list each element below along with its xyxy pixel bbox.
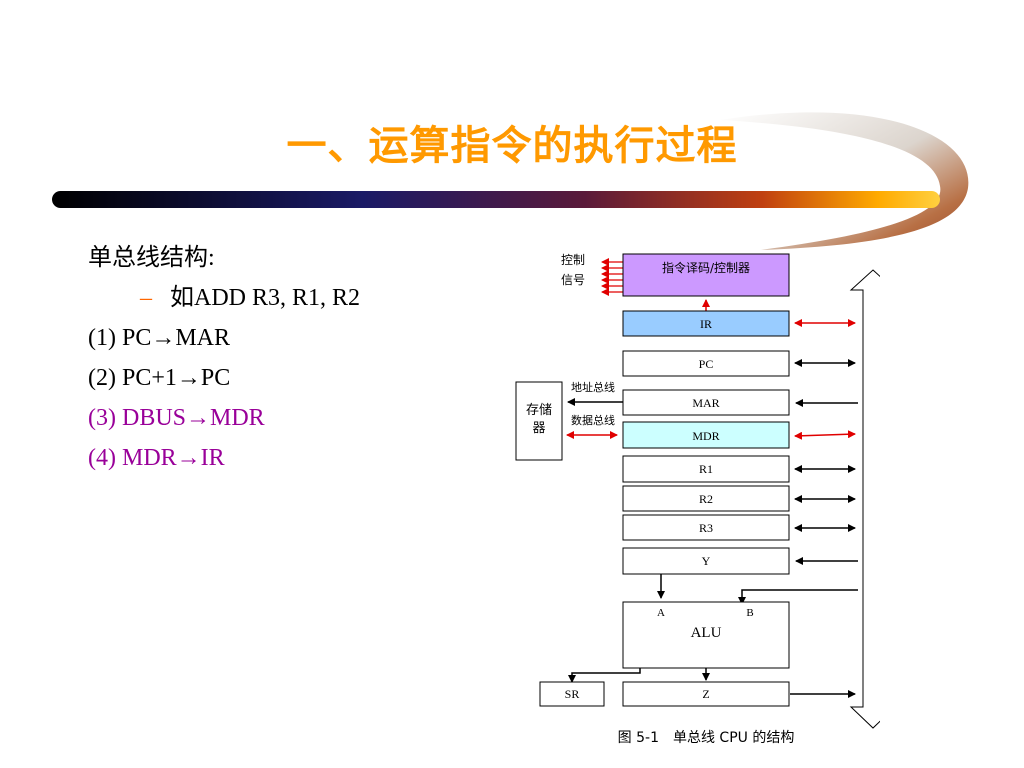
pc-label: PC — [699, 357, 714, 371]
ir-label: IR — [700, 317, 712, 331]
z-label: Z — [702, 687, 709, 701]
memory-box — [515, 381, 563, 461]
page-title: 一、运算指令的执行过程 — [286, 123, 738, 169]
structure-heading: 单总线结构: — [88, 245, 215, 271]
control-signal-arrows — [601, 258, 623, 296]
data-bus-label: 数据总线 — [571, 413, 615, 427]
ir-register — [622, 310, 790, 337]
mdr-register — [622, 421, 790, 449]
mdr-label: MDR — [692, 429, 719, 443]
control-signal-label-1: 控制 — [561, 253, 585, 267]
r2-label: R2 — [699, 492, 713, 506]
bus-connections — [657, 319, 858, 698]
r2-register — [622, 485, 790, 512]
dash-bullet: – — [140, 285, 152, 311]
decoder-box — [622, 253, 790, 297]
r1-register — [622, 455, 790, 483]
r1-label: R1 — [699, 462, 713, 476]
memory-label-2: 器 — [532, 421, 545, 436]
alu-a-label: A — [657, 607, 665, 619]
y-label: Y — [702, 554, 711, 568]
alu-label: ALU — [691, 625, 722, 641]
address-bus-label: 地址总线 — [571, 380, 615, 394]
step-2: (2) PC+1→PC — [88, 365, 231, 391]
cpu-diagram: 控制 信号 指令译码/控制器 IR PC MAR MDR R1 R2 R3 — [515, 253, 880, 746]
memory-label-1: 存储 — [526, 403, 552, 418]
pc-register — [622, 350, 790, 377]
z-register — [622, 681, 790, 707]
sr-register — [539, 681, 605, 707]
r3-register — [622, 514, 790, 541]
step-1: (1) PC→MAR — [88, 325, 231, 351]
r3-label: R3 — [699, 521, 713, 535]
swoosh-arc — [720, 112, 969, 251]
sr-label: SR — [565, 687, 580, 701]
y-register — [622, 547, 790, 575]
step-list: 单总线结构: –如ADD R3, R1, R2 (1) PC→MAR (2) P… — [88, 238, 418, 478]
alu-to-sr-arrow — [568, 668, 641, 683]
instruction-example: –如ADD R3, R1, R2 — [88, 278, 418, 318]
bus-arrow — [849, 269, 880, 729]
control-signal-label-2: 信号 — [561, 273, 585, 287]
alu-b-label: B — [746, 607, 753, 619]
mar-register — [622, 389, 790, 416]
step-3: (3) DBUS→MDR — [88, 405, 265, 431]
alu-box — [622, 601, 790, 669]
decoder-label: 指令译码/控制器 — [662, 260, 750, 275]
step-4: (4) MDR→IR — [88, 445, 225, 471]
title-bar — [52, 191, 940, 208]
instruction-text: 如ADD R3, R1, R2 — [170, 285, 361, 311]
mar-label: MAR — [692, 396, 719, 410]
figure-caption: 图 5-1 单总线 CPU 的结构 — [618, 730, 795, 746]
